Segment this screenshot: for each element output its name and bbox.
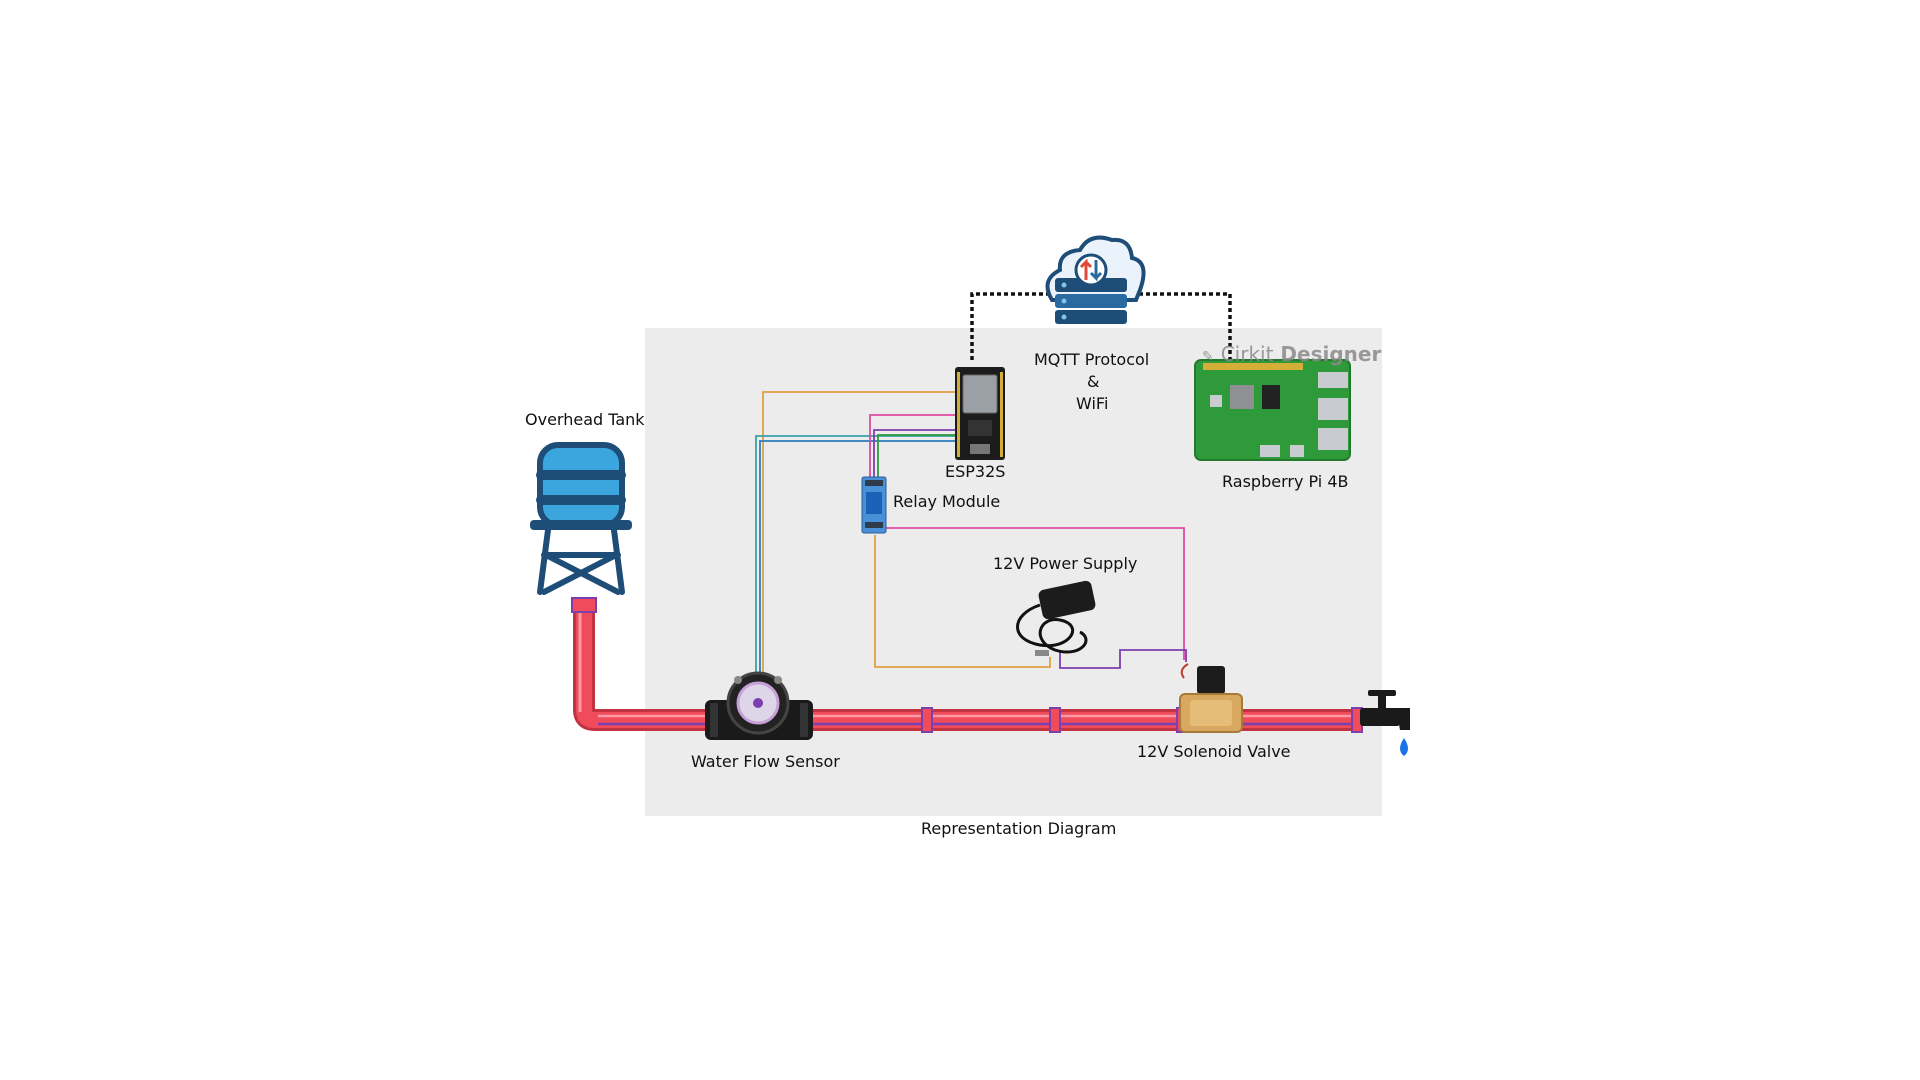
brand-watermark: ✎ Cirkit Designer: [1202, 342, 1381, 366]
signal-wires: [755, 391, 1187, 685]
relay-label: Relay Module: [893, 492, 1001, 511]
mqtt-label-line2: &: [1087, 372, 1100, 391]
overhead-tank-label: Overhead Tank: [525, 410, 645, 429]
wire-purple-psu: [1059, 649, 1187, 669]
power-supply-label: 12V Power Supply: [993, 554, 1138, 573]
water-drop-icon: [1400, 738, 1408, 756]
solenoid-valve: [1179, 663, 1243, 733]
pencil-icon: ✎: [1202, 349, 1214, 365]
wire-teal: [755, 435, 955, 685]
flow-sensor-label: Water Flow Sensor: [691, 752, 840, 771]
water-tap-icon: [1360, 690, 1410, 756]
wire-pink-relay: [869, 414, 955, 480]
pipe-joint: [1049, 707, 1061, 733]
esp32-label: ESP32S: [945, 462, 1006, 481]
wire-green-relay: [877, 434, 955, 480]
mqtt-link-lines: [970, 292, 1232, 360]
watermark-bold: Designer: [1280, 342, 1382, 366]
watermark-light: Cirkit: [1220, 342, 1274, 366]
cloud-server-icon: [1045, 235, 1146, 324]
mqtt-label-line3: WiFi: [1076, 394, 1109, 413]
raspberry-pi-board: [1194, 359, 1351, 461]
esp32-board: [955, 367, 1005, 460]
relay-module: [861, 476, 887, 534]
wire-orange: [762, 391, 955, 685]
wire-blue: [759, 440, 955, 685]
wire-orange-psu: [874, 535, 1051, 668]
wire-purple-relay: [873, 429, 955, 480]
pipe-joint: [921, 707, 933, 733]
diagram-caption: Representation Diagram: [921, 819, 1117, 838]
water-tower-icon: [530, 442, 632, 595]
power-adapter-icon: [1016, 580, 1096, 656]
mqtt-label-line1: MQTT Protocol: [1034, 350, 1150, 369]
raspberry-pi-label: Raspberry Pi 4B: [1222, 472, 1349, 491]
water-flow-sensor: [705, 671, 813, 740]
wire-pink-valve: [885, 527, 1185, 660]
solenoid-label: 12V Solenoid Valve: [1137, 742, 1291, 761]
